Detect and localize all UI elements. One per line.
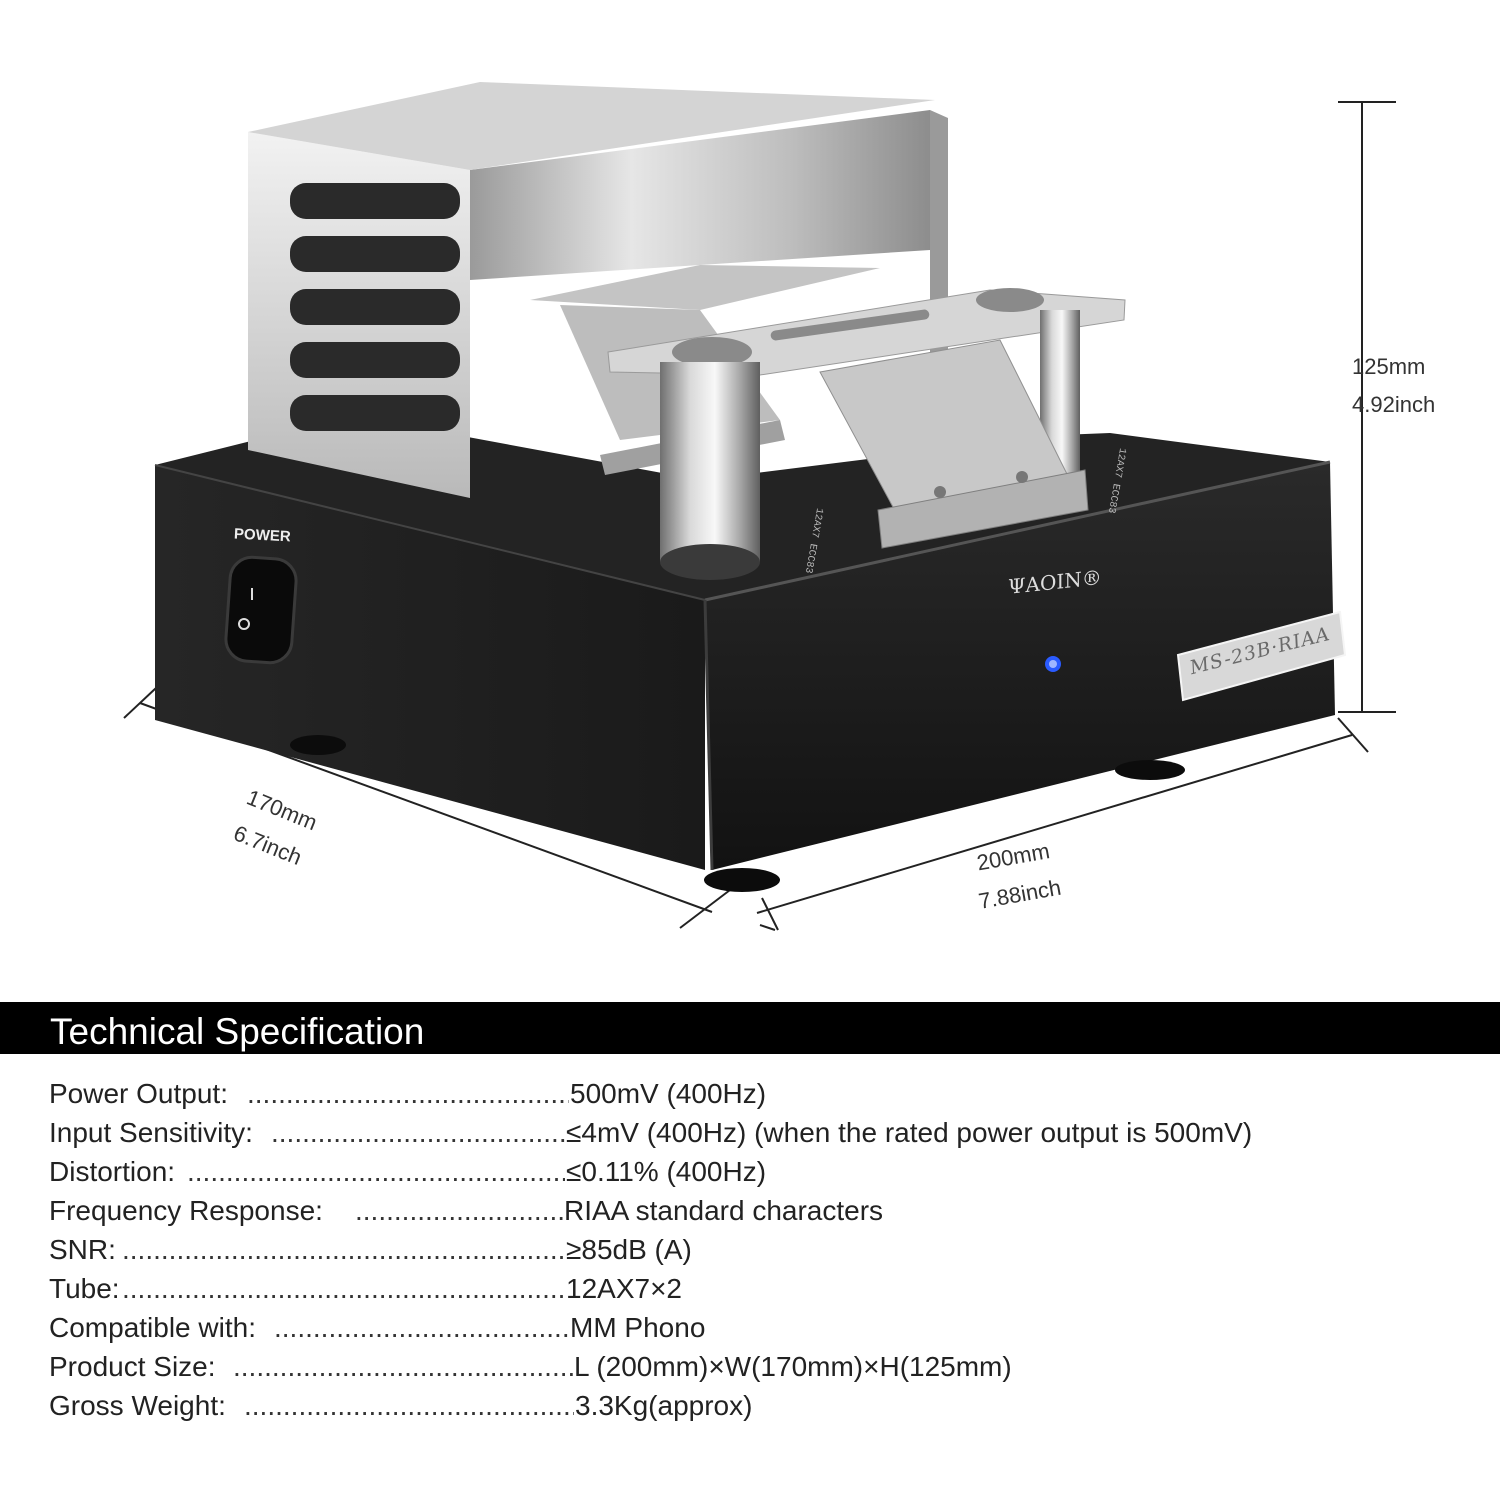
dot-leader: ........................................… (122, 1234, 565, 1265)
spec-value: ≥85dB (A) (566, 1234, 692, 1265)
dot-leader: ........................................… (271, 1117, 565, 1148)
dot-leader: ........................................… (355, 1195, 563, 1226)
spec-label: Power Output: (49, 1078, 228, 1109)
spec-label: Gross Weight: (49, 1390, 226, 1421)
dot-leader: ........................................… (274, 1312, 569, 1343)
product-photo: POWER ΨAOIN® MS-23B·RIAA 12AX7 ECC83 12A… (123, 82, 1472, 931)
spec-row: Frequency Response: ....................… (49, 1191, 1469, 1230)
spec-row: Gross Weight: ..........................… (49, 1386, 1469, 1425)
dot-leader: ........................................… (244, 1390, 574, 1421)
spec-row: Input Sensitivity: .....................… (49, 1113, 1469, 1152)
spec-list: Power Output: ..........................… (49, 1074, 1469, 1425)
height-dimension: 125mm 4.92inch (1352, 348, 1472, 424)
height-inch: 4.92inch (1352, 392, 1436, 417)
spec-value: MM Phono (570, 1312, 706, 1343)
spec-row: Compatible with: .......................… (49, 1308, 1469, 1347)
power-label: POWER (233, 525, 292, 546)
spec-label: Input Sensitivity: (49, 1117, 253, 1148)
spec-value: ≤4mV (400Hz) (when the rated power outpu… (566, 1117, 1253, 1148)
dot-leader: ........................................… (247, 1078, 569, 1109)
height-mm: 125mm (1352, 354, 1426, 379)
dot-leader: ........................................… (233, 1351, 573, 1382)
spec-value: 500mV (400Hz) (570, 1078, 767, 1109)
spec-value: ≤0.11% (400Hz) (566, 1156, 767, 1187)
spec-label: SNR: (49, 1234, 116, 1265)
spec-row: Power Output: ..........................… (49, 1074, 1469, 1113)
spec-row: Tube: ..................................… (49, 1269, 1469, 1308)
dot-leader: ........................................… (187, 1156, 565, 1187)
brand-symbol: Ψ (1008, 573, 1026, 599)
spec-label: Frequency Response: (49, 1195, 323, 1226)
dot-leader: ........................................… (122, 1273, 565, 1304)
spec-label: Tube: (49, 1273, 120, 1304)
spec-row: Distortion: ............................… (49, 1152, 1469, 1191)
spec-row: SNR: ...................................… (49, 1230, 1469, 1269)
tube-preamp-illustration (123, 82, 1396, 931)
spec-title: Technical Specification (50, 1011, 425, 1052)
width-dimension: 200mm 7.88inch (969, 831, 1064, 920)
spec-label: Compatible with: (49, 1312, 256, 1343)
spec-value: 3.3Kg(approx) (575, 1390, 753, 1421)
spec-header-bar: Technical Specification (0, 1002, 1500, 1054)
spec-label: Product Size: (49, 1351, 216, 1382)
spec-row: Product Size: ..........................… (49, 1347, 1469, 1386)
spec-label: Distortion: (49, 1156, 176, 1187)
spec-value: 12AX7×2 (566, 1273, 682, 1304)
spec-value: L (200mm)×W(170mm)×H(125mm) (574, 1351, 1012, 1382)
spec-value: RIAA standard characters (564, 1195, 884, 1226)
front-tube-bracket (607, 288, 1126, 580)
